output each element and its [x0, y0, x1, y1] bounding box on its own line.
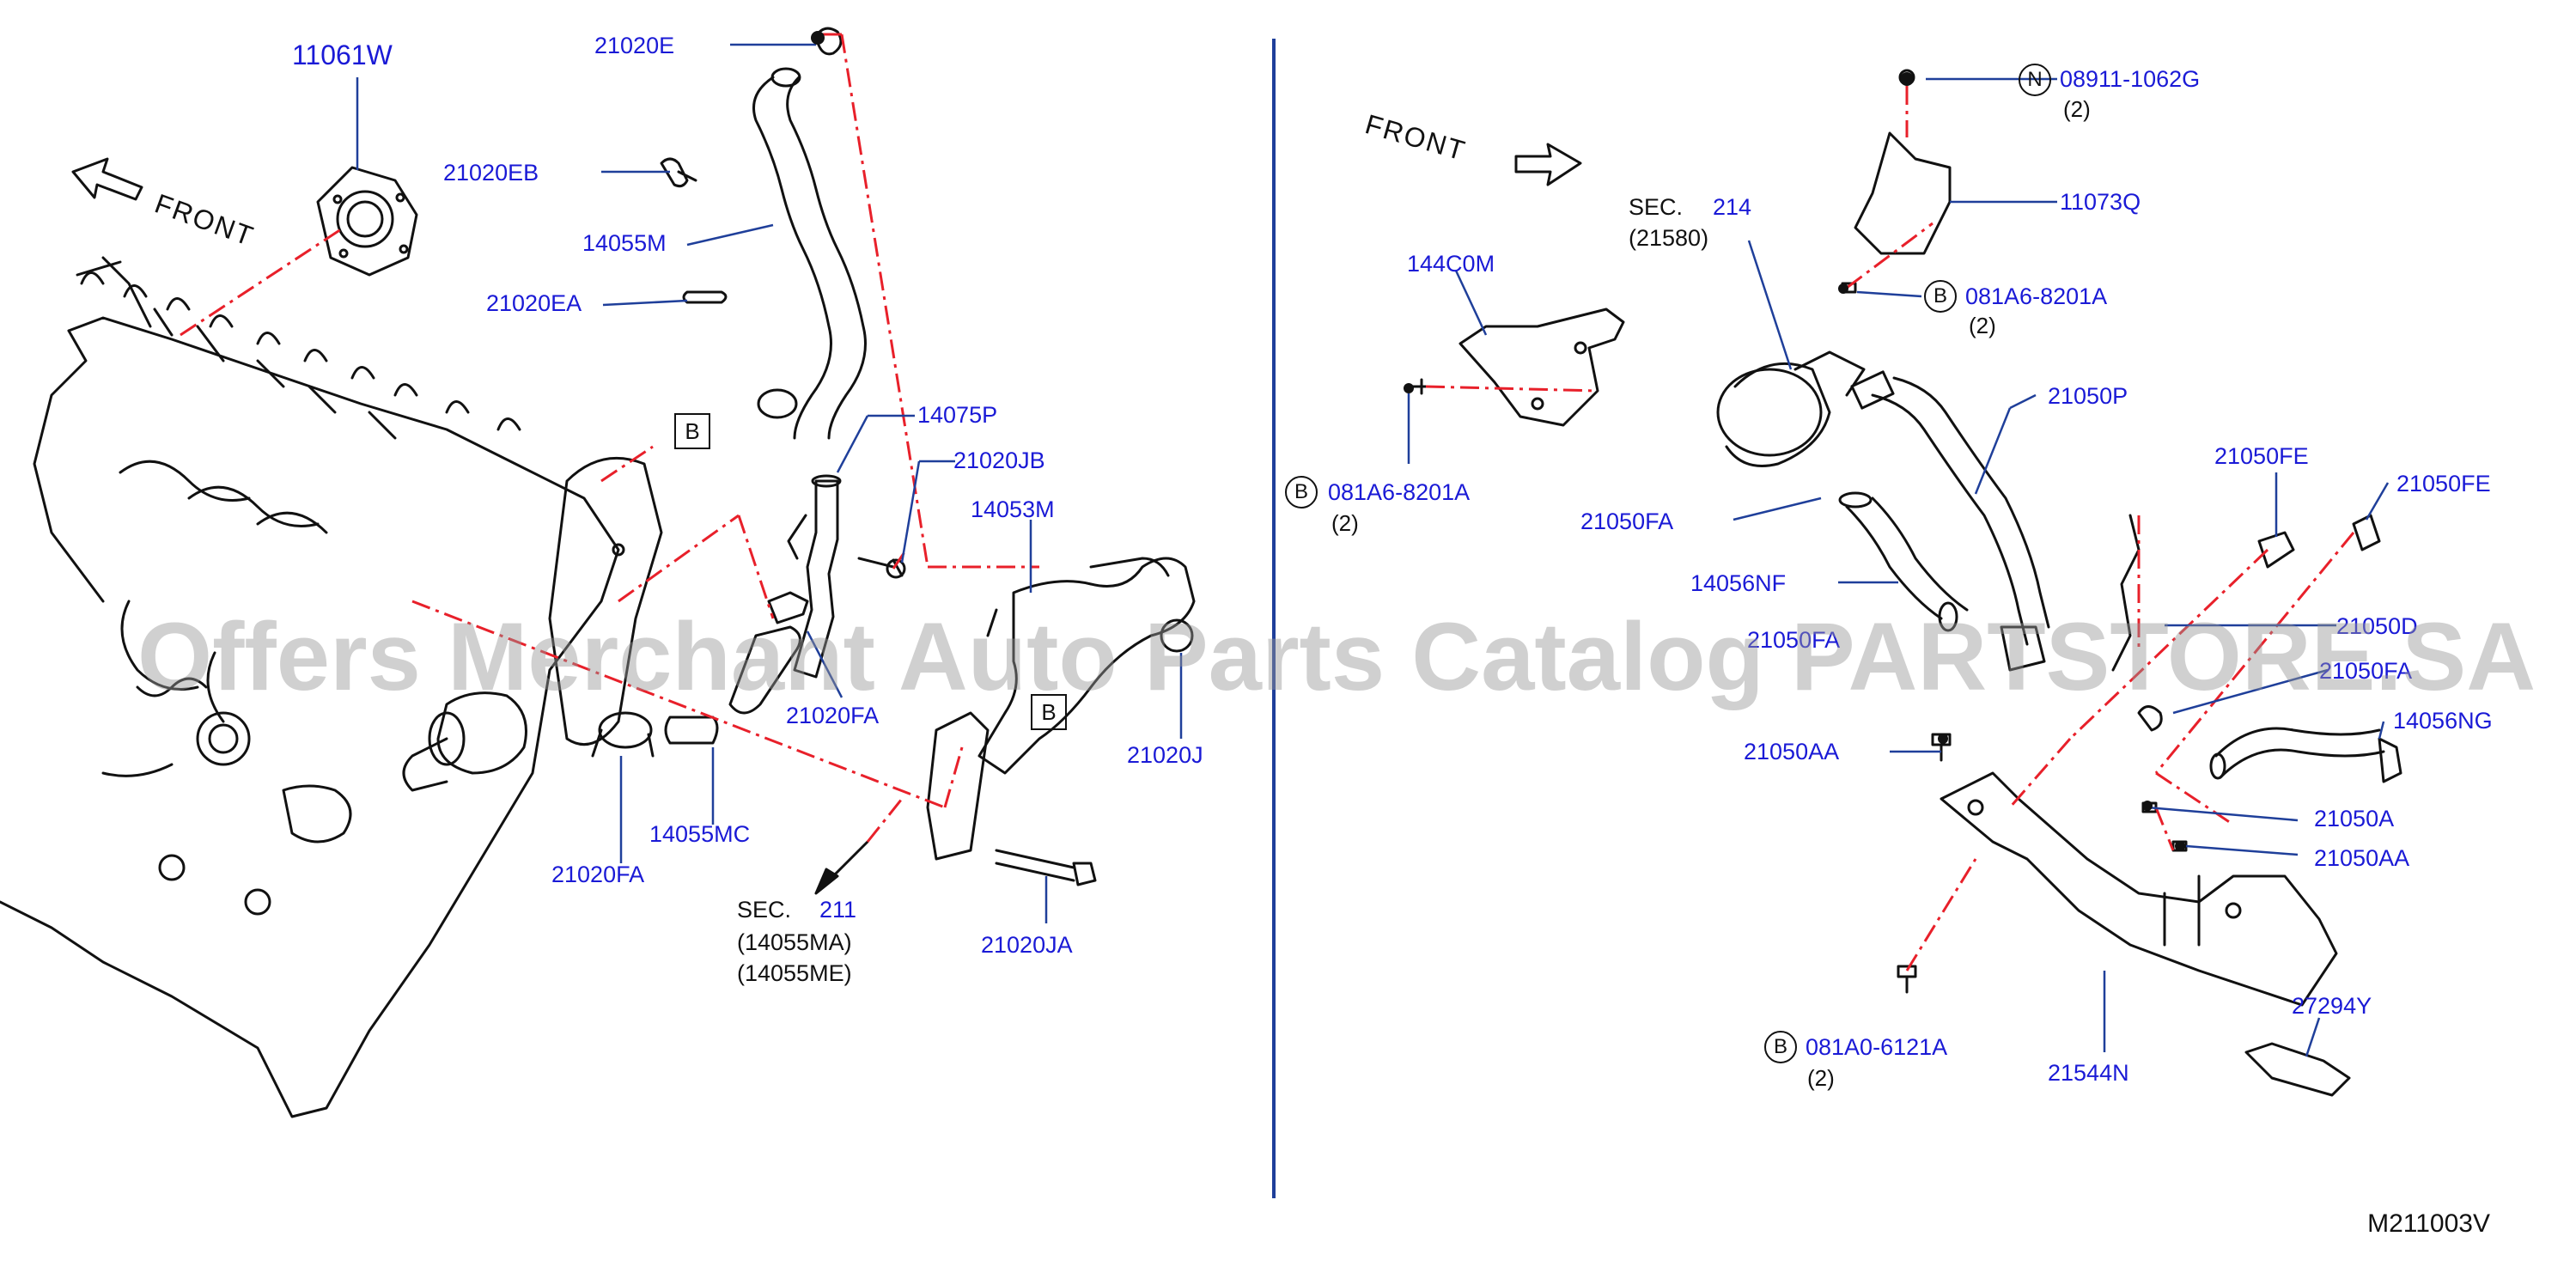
mark-b-081A6-lower: B [1285, 476, 1318, 509]
mark-b-081A0: B [1764, 1031, 1797, 1063]
part-21020FA-hose [728, 591, 809, 715]
leader-lines [356, 43, 2390, 1057]
part-label-21020JB[interactable]: 21020JB [953, 448, 1045, 473]
qty-081A0: (2) [1807, 1065, 1835, 1091]
part-label-21544N[interactable]: 21544N [2048, 1060, 2129, 1086]
part-label-11061W[interactable]: 11061W [292, 40, 393, 70]
part-14056NF-drawing [1838, 491, 1969, 632]
part-label-21020FA-upper[interactable]: 21020FA [786, 703, 880, 728]
reference-box-b-lower: B [1031, 694, 1067, 730]
part-label-21050AA-left[interactable]: 21050AA [1744, 739, 1840, 764]
part-11061W-drawing [316, 166, 418, 277]
part-144C0M-drawing [1407, 308, 1625, 427]
part-14053M-drawing [977, 557, 1196, 775]
part-label-144C0M[interactable]: 144C0M [1407, 251, 1495, 277]
part-label-081A6-8201A-lower[interactable]: 081A6-8201A [1328, 479, 1471, 505]
part-label-081A6-8201A-upper[interactable]: 081A6-8201A [1965, 283, 2108, 309]
part-label-21050P[interactable]: 21050P [2048, 383, 2128, 409]
sec-211-sub-1: (14055MA) [737, 929, 852, 955]
part-label-14075P[interactable]: 14075P [917, 402, 998, 428]
sec-214-sub: (21580) [1629, 225, 1709, 251]
part-label-14055MC[interactable]: 14055MC [649, 821, 751, 847]
part-label-27294Y[interactable]: 27294Y [2292, 993, 2372, 1019]
part-label-21050FE-left[interactable]: 21050FE [2214, 443, 2309, 469]
part-label-21050D[interactable]: 21050D [2336, 613, 2418, 639]
part-14075P-drawing [787, 474, 906, 679]
engine-block [0, 256, 663, 1118]
part-label-21020JA[interactable]: 21020JA [981, 932, 1073, 958]
part-label-21050FA-right[interactable]: 21050FA [2319, 658, 2413, 684]
part-27294Y-drawing [2244, 1042, 2351, 1097]
front-arrow-left [71, 157, 143, 201]
part-label-21020J[interactable]: 21020J [1127, 742, 1203, 768]
sec-211-number[interactable]: 211 [819, 897, 857, 923]
part-label-081A0-6121A[interactable]: 081A0-6121A [1806, 1034, 1948, 1060]
part-label-21020FA-lower[interactable]: 21020FA [551, 862, 645, 887]
part-11073Q-drawing [1854, 69, 1952, 255]
qty-081A6-upper: (2) [1969, 313, 1996, 338]
part-label-08911-1062G[interactable]: 08911-1062G [2060, 66, 2201, 92]
part-label-21020E[interactable]: 21020E [594, 33, 675, 58]
part-21020JA-bracket [926, 711, 1097, 886]
sec-211-sub-2: (14055ME) [737, 960, 852, 986]
part-14055MC-drawing [591, 711, 719, 758]
part-label-21050FA-upper[interactable]: 21050FA [1580, 509, 1674, 534]
part-label-14056NG[interactable]: 14056NG [2393, 708, 2493, 734]
part-label-21050FE-right[interactable]: 21050FE [2396, 471, 2491, 496]
part-label-21050A[interactable]: 21050A [2314, 806, 2395, 831]
part-label-21050AA-right[interactable]: 21050AA [2314, 845, 2410, 871]
part-label-21020EB[interactable]: 21020EB [443, 160, 539, 186]
diagram-code: M211003V [2367, 1209, 2490, 1238]
part-14056NG-drawing [2209, 727, 2402, 783]
part-label-21050FA-mid[interactable]: 21050FA [1747, 627, 1841, 653]
sec-211-prefix: SEC. [737, 897, 792, 923]
part-21544N-drawing [1940, 771, 2338, 1007]
reference-box-b-upper: B [674, 413, 710, 449]
bolt-heads [811, 31, 2185, 851]
part-label-11073Q[interactable]: 11073Q [2060, 189, 2141, 215]
mark-n-08911: N [2019, 64, 2051, 96]
sec-214-prefix: SEC. [1629, 194, 1684, 220]
clips-21020EB-EA [660, 157, 728, 304]
mark-b-081A6-upper: B [1924, 280, 1957, 313]
part-21580-pump [1716, 350, 1866, 467]
qty-081A6-lower: (2) [1331, 510, 1359, 536]
connector-lines [180, 33, 2355, 971]
part-label-14056NF[interactable]: 14056NF [1690, 570, 1787, 596]
sec-214-number[interactable]: 214 [1713, 194, 1752, 220]
part-label-14055M[interactable]: 14055M [582, 230, 667, 256]
part-label-14053M[interactable]: 14053M [971, 496, 1055, 522]
part-label-21020EA[interactable]: 21020EA [486, 290, 582, 316]
part-14055M-drawing [752, 27, 867, 440]
watermark-text: Offers Merchant Auto Parts Catalog PARTS… [137, 603, 2536, 710]
qty-08911: (2) [2063, 96, 2091, 122]
front-arrow-right [1514, 143, 1582, 186]
sec-211-arrowhead [814, 868, 839, 895]
